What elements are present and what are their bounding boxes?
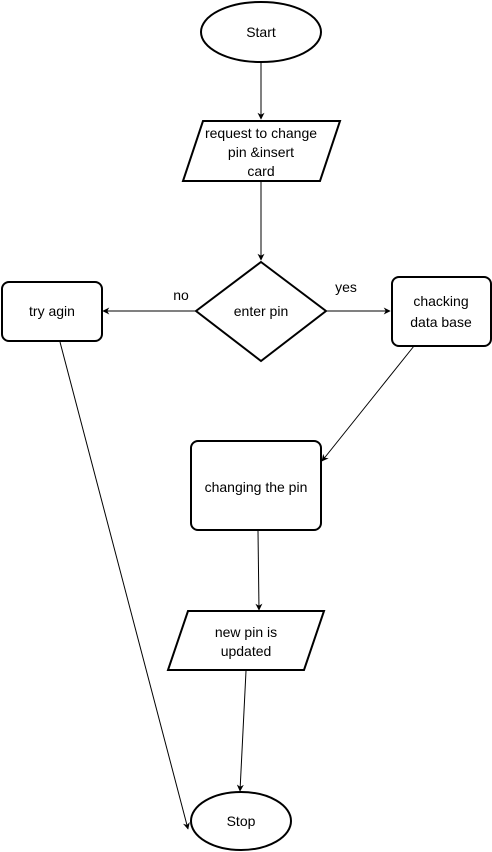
request-label-line-1: request to change [205,125,317,141]
updated-label-line-2: updated [221,643,272,659]
changing-pin-node: changing the pin [190,440,322,531]
checking-node: chacking data base [391,276,492,347]
edge-updated-to-stop [236,670,247,792]
edge-try-again-to-stop [59,341,190,830]
try-again-node: try agin [1,281,103,342]
request-node: request to change pin &insert card [181,120,342,182]
checking-label-line-2: data base [410,314,472,330]
try-again-label: try agin [29,303,75,319]
checking-label-line-1: chacking [413,293,468,309]
updated-node: new pin is updated [166,610,326,671]
stop-node: Stop [190,791,292,851]
start-label: Start [246,24,276,40]
enter-pin-decision: enter pin [194,260,328,363]
request-label-line-3: card [247,163,274,179]
start-node: Start [200,1,322,63]
edge-changing-to-updated [255,530,263,611]
changing-pin-label: changing the pin [205,479,308,495]
updated-label-line-1: new pin is [215,624,277,640]
enter-pin-label: enter pin [234,303,288,319]
stop-label: Stop [227,813,256,829]
request-label-line-2: pin &insert [228,144,294,160]
edge-label-no: no [173,287,189,303]
edges [59,62,415,830]
edge-label-yes: yes [335,279,357,295]
edge-checking-to-changing [321,345,415,462]
